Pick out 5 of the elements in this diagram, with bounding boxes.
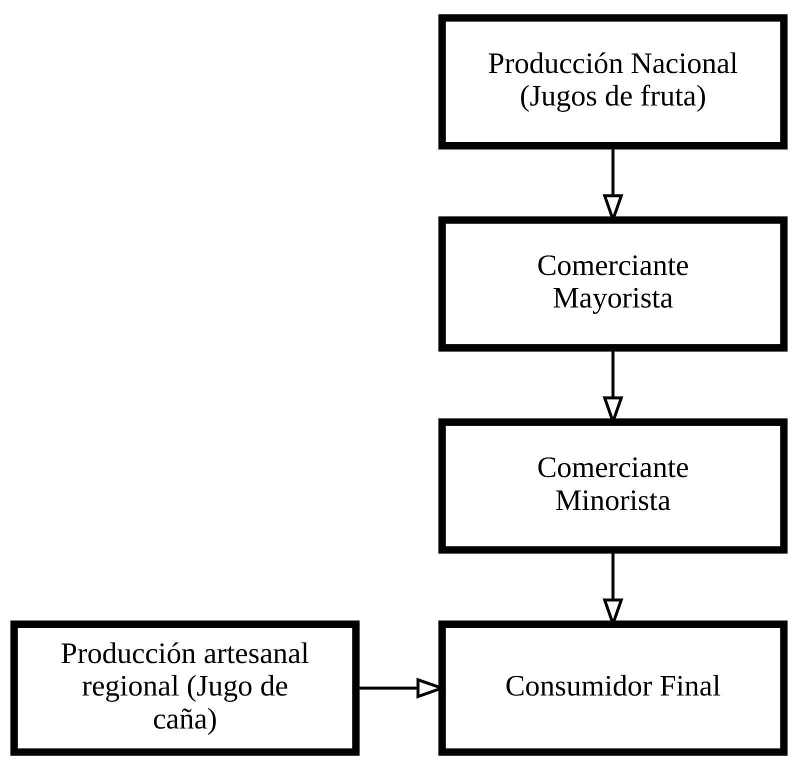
node-box: Comerciante Mayorista	[438, 216, 788, 352]
node-box: Producción Nacional (Jugos de fruta)	[438, 14, 788, 150]
node-box: Producción artesanal regional (Jugo de caña)	[10, 620, 360, 756]
node-box: Comerciante Minorista	[438, 418, 788, 554]
node-box: Consumidor Final	[438, 620, 788, 756]
